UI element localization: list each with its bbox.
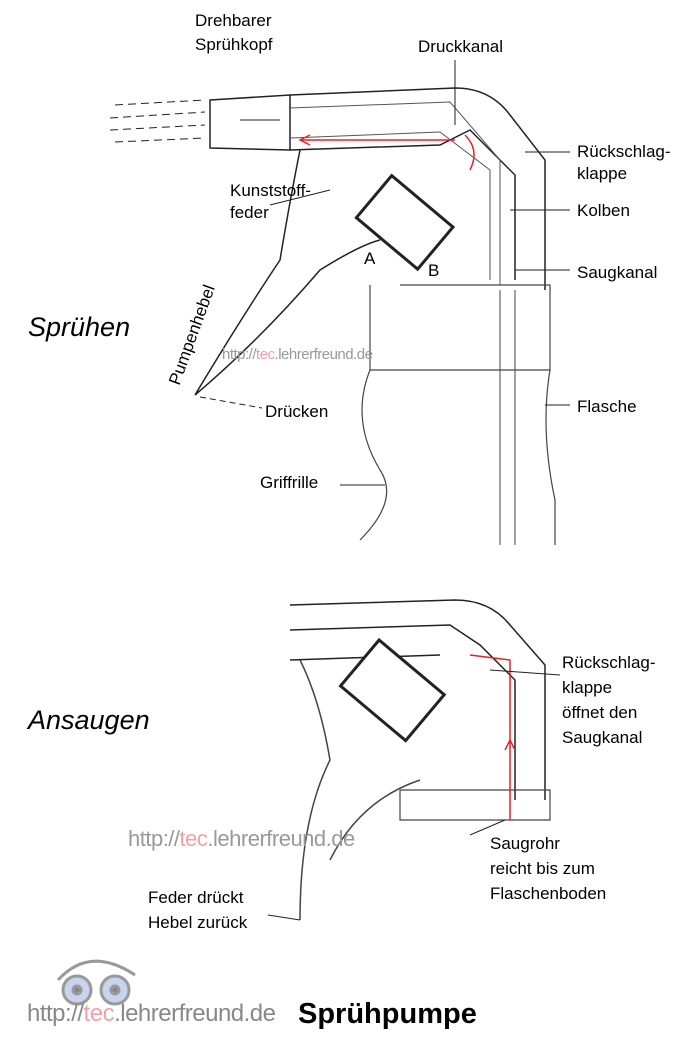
bottle-neck [369, 284, 551, 371]
flow-arrow [298, 134, 475, 171]
bottle [359, 369, 556, 545]
label-valve-b-1: Rückschlag- [562, 653, 656, 672]
watermark-top: http://tec.lehrerfreund.de [222, 346, 373, 363]
label-point-b: B [428, 261, 440, 280]
label-spray-head-2: Sprühkopf [195, 35, 273, 54]
label-spring-2: feder [230, 203, 269, 222]
pump-lever [194, 149, 381, 396]
bottom-pump-drawing [267, 599, 561, 921]
label-check-valve-2: klappe [577, 164, 628, 183]
watermark-middle: http://tec.lehrerfreund.de [128, 826, 355, 851]
label-point-a: A [364, 249, 376, 268]
label-valve-b-2: klappe [562, 678, 613, 697]
label-spray-head-1: Drehbarer [195, 11, 272, 30]
spray-nozzle [209, 94, 291, 151]
section-title-suction: Ansaugen [28, 705, 150, 735]
label-suction-channel: Saugkanal [577, 263, 658, 282]
top-pump-drawing [109, 60, 570, 545]
piston-housing [354, 173, 456, 272]
label-press: Drücken [265, 402, 329, 421]
label-piston: Kolben [577, 201, 630, 220]
label-tube-2: reicht bis zum [490, 859, 595, 878]
suction-tube [499, 290, 516, 545]
label-valve-b-4: Saugkanal [562, 728, 643, 747]
label-grip: Griffrille [260, 473, 319, 492]
label-bottle: Flasche [577, 397, 637, 416]
watermark-logo-text: http://tec.lehrerfreund.de [27, 1000, 276, 1027]
label-tube-1: Saugrohr [490, 834, 560, 853]
label-spring-lever-2: Hebel zurück [148, 913, 248, 932]
leader-lines [240, 60, 570, 486]
press-arrow [199, 396, 263, 409]
logo-owl-icon [56, 959, 136, 1006]
label-valve-b-3: öffnet den [562, 703, 638, 722]
label-spring-1: Kunststoff- [230, 181, 311, 200]
label-spring-lever-1: Feder drückt [148, 888, 244, 907]
page-title: Sprühpumpe [298, 998, 477, 1030]
label-tube-3: Flaschenboden [490, 884, 607, 903]
spray-mist [109, 99, 206, 143]
section-title-spraying: Sprühen [28, 312, 131, 342]
label-pressure-channel: Druckkanal [418, 37, 504, 56]
suction-flow-arrow [469, 654, 516, 820]
label-check-valve-1: Rückschlag- [577, 142, 671, 161]
